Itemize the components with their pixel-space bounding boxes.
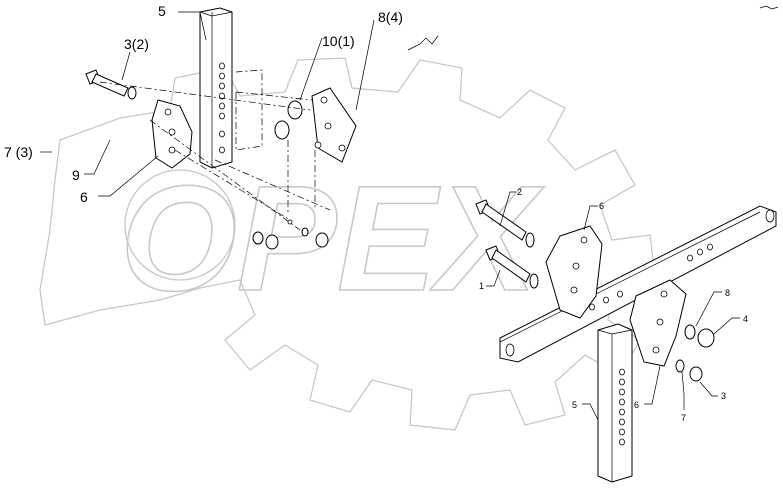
front-bracket-assembled — [629, 279, 687, 367]
assembly-lines — [99, 69, 331, 231]
hardware-assembled — [675, 324, 715, 382]
leader-lines-exploded — [40, 11, 375, 197]
label-part-3-qty-2: 3(2) — [124, 36, 149, 52]
label-part-6-exploded: 6 — [80, 189, 88, 205]
arrow-icon — [407, 5, 779, 51]
watermark-text: OPEX — [120, 154, 545, 322]
leader-lines-assembled — [486, 191, 740, 421]
label-part-3: 3 — [721, 391, 726, 401]
label-part-4: 4 — [743, 314, 748, 324]
rear-bracket-assembled — [545, 225, 603, 319]
vertical-bar-assembled — [597, 323, 633, 483]
spacer-exploded — [274, 100, 303, 140]
label-part-8: 8 — [725, 288, 730, 298]
label-part-7-qty-3: 7 (3) — [4, 144, 33, 160]
label-part-5-bottom: 5 — [572, 400, 577, 410]
label-part-6-rear: 6 — [599, 201, 604, 211]
label-part-2: 2 — [517, 187, 522, 197]
left-bracket-exploded — [151, 99, 193, 169]
bolt-exploded — [85, 69, 137, 100]
label-part-1: 1 — [479, 281, 484, 291]
label-part-5-top: 5 — [158, 3, 166, 19]
horizontal-beam — [499, 205, 777, 363]
bolts-assembled — [475, 199, 539, 289]
label-part-9: 9 — [72, 167, 80, 183]
hardware-exploded — [252, 219, 329, 250]
vertical-bar-exploded — [199, 7, 233, 169]
label-part-6-front: 6 — [634, 400, 639, 410]
label-part-10-qty-1: 10(1) — [322, 33, 355, 49]
label-part-7: 7 — [681, 413, 686, 423]
label-part-8-qty-4: 8(4) — [378, 9, 403, 25]
right-bracket-exploded — [311, 87, 357, 163]
